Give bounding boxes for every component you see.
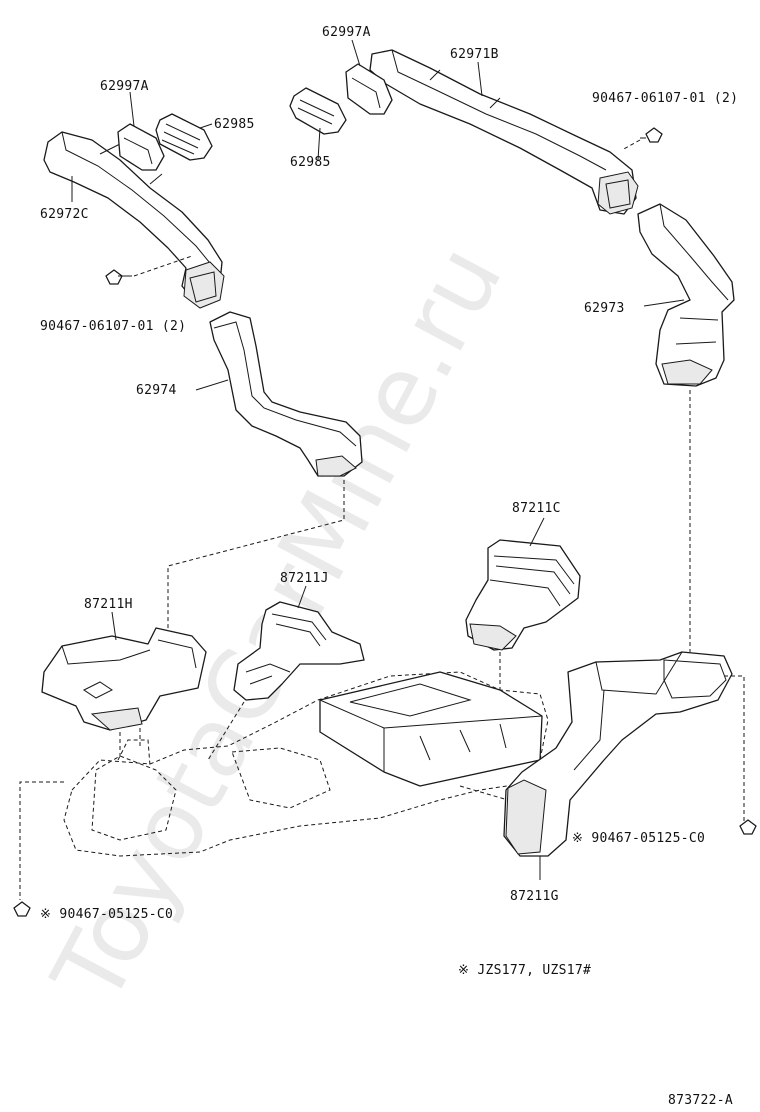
duct-87211C-drawing xyxy=(465,539,581,651)
duct-87211J-drawing xyxy=(233,601,365,701)
leader-lines xyxy=(71,39,685,880)
link-87211H-to-heater xyxy=(119,728,141,756)
duct-62973-drawing xyxy=(637,203,735,387)
label-62973: 62973 xyxy=(584,301,625,316)
label-87211H: 87211H xyxy=(84,597,133,612)
label-bolt-left: 90467-06107-01 (2) xyxy=(40,319,186,334)
label-62971B: 62971B xyxy=(450,47,499,62)
link-clip-right xyxy=(724,675,745,822)
label-62974: 62974 xyxy=(136,383,177,398)
clip-left-drawing xyxy=(13,901,31,917)
label-87211G: 87211G xyxy=(510,889,559,904)
bolt-left-drawing xyxy=(105,255,193,285)
duct-87211H-drawing xyxy=(41,627,207,731)
louver-62985-left xyxy=(155,113,213,161)
label-87211J: 87211J xyxy=(280,571,329,586)
bolt-right-drawing xyxy=(621,127,663,151)
clip-right-drawing xyxy=(739,819,757,835)
link-87211J-to-heater xyxy=(207,701,245,761)
label-62997A-right: 62997A xyxy=(322,25,371,40)
label-62985-right: 62985 xyxy=(290,155,331,170)
label-62997A-left: 62997A xyxy=(100,79,149,94)
label-bolt-right: 90467-06107-01 (2) xyxy=(592,91,738,106)
grille-62997A-right xyxy=(345,63,393,115)
label-87211C: 87211C xyxy=(512,501,561,516)
louver-62985-right xyxy=(289,87,347,135)
duct-62974-drawing xyxy=(209,311,363,477)
label-62985-left: 62985 xyxy=(214,117,255,132)
link-clip-left xyxy=(19,781,64,900)
figure-code: 873722-A xyxy=(668,1093,733,1108)
link-heater-to-87211G xyxy=(459,785,509,801)
heater-core-box xyxy=(319,671,543,787)
heater-unit-outline xyxy=(63,671,549,857)
duct-62972C-drawing xyxy=(43,131,225,309)
label-clip-right: ※ 90467-05125-C0 xyxy=(572,831,705,846)
duct-87211G-drawing xyxy=(503,651,733,857)
label-clip-left: ※ 90467-05125-C0 xyxy=(40,907,173,922)
grille-62997A-left xyxy=(117,123,165,171)
label-62972C: 62972C xyxy=(40,207,89,222)
applicability-note: ※ JZS177, UZS17# xyxy=(458,963,591,978)
duct-62971B-drawing xyxy=(369,49,639,215)
link-62974-to-87211H xyxy=(167,480,345,634)
